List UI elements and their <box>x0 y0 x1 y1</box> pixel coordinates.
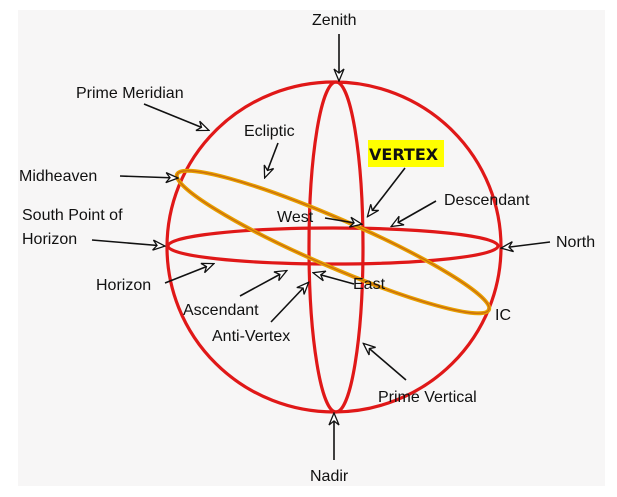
south-point-label-line1: South Point of <box>22 207 123 224</box>
prime-meridian-circle <box>165 80 503 414</box>
north-arrow <box>502 242 551 248</box>
nadir-label: Nadir <box>310 468 349 485</box>
ascendant-label: Ascendant <box>183 302 259 319</box>
prime-vertical-label: Prime Vertical <box>378 389 477 406</box>
midheaven-label: Midheaven <box>19 168 97 185</box>
ecliptic-arrow <box>265 142 279 177</box>
prime-meridian-arrow <box>143 103 208 130</box>
south-point-label-line2: Horizon <box>22 231 77 248</box>
anti-vertex-label: Anti-Vertex <box>212 328 290 345</box>
vertex-arrow <box>368 167 406 216</box>
zenith-label: Zenith <box>312 12 356 29</box>
prime-vertical-arrow <box>364 344 407 381</box>
midheaven-arrow <box>119 176 177 178</box>
vertex-label: VERTEX <box>369 145 439 164</box>
west-arrow <box>324 218 361 224</box>
descendant-arrow <box>392 200 437 226</box>
east-arrow <box>314 273 355 285</box>
prime-vertical-ellipse <box>307 80 365 414</box>
horizon-label: Horizon <box>96 277 151 294</box>
ascendant-arrow <box>239 271 286 297</box>
east-label: East <box>353 276 386 293</box>
north-label: North <box>556 234 595 251</box>
anti-vertex-arrow <box>270 283 308 323</box>
horizon-arrow <box>164 264 213 284</box>
prime-meridian-label: Prime Meridian <box>76 85 184 102</box>
south-point-arrow <box>91 239 164 246</box>
descendant-label: Descendant <box>444 192 530 209</box>
vertex-highlight <box>368 140 444 167</box>
ecliptic-label: Ecliptic <box>244 123 295 140</box>
ic-label: IC <box>495 307 511 324</box>
horizon-ellipse <box>166 226 500 266</box>
west-label: West <box>277 209 314 226</box>
